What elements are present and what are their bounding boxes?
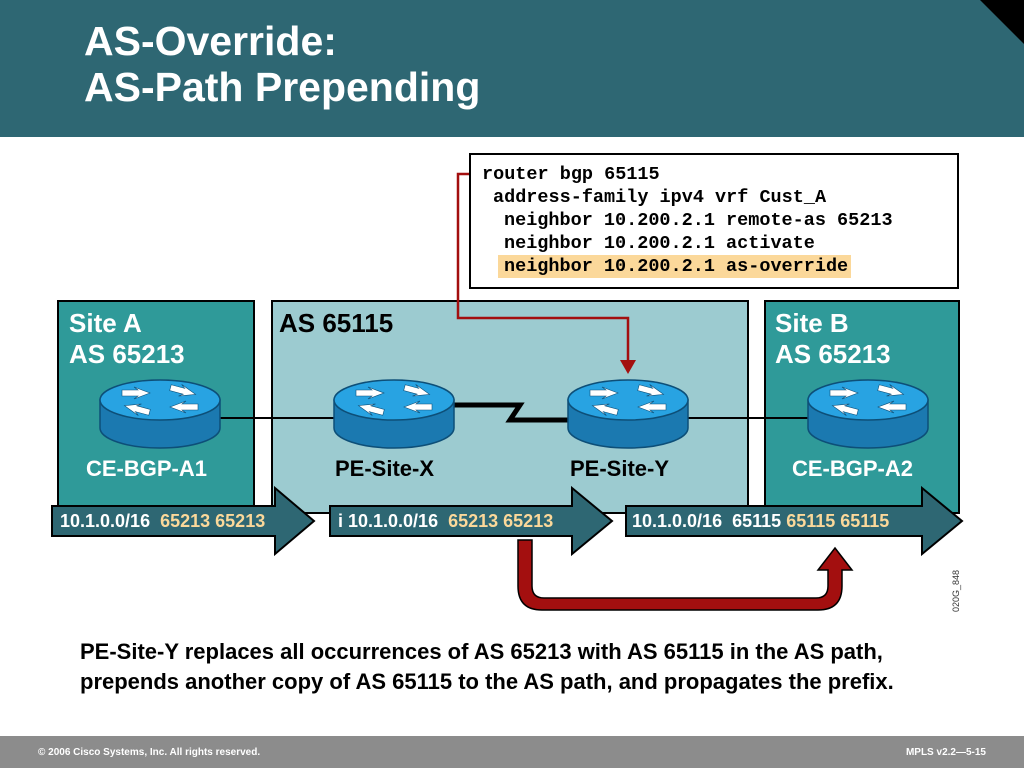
- slide-title-line-1: AS-Override:: [84, 18, 337, 64]
- update-3-prefix: 10.1.0.0/16: [632, 511, 723, 531]
- config-line-5: neighbor 10.200.2.1 as-override: [482, 255, 957, 278]
- router-icon-ce-a2: [807, 379, 929, 449]
- update-2-text: i 10.1.0.0/16 65213 65213: [338, 510, 553, 532]
- config-line-4-text: neighbor 10.200.2.1 activate: [504, 233, 815, 254]
- config-line-4: neighbor 10.200.2.1 activate: [482, 232, 957, 255]
- site-a-name: Site A: [69, 308, 142, 338]
- footer-bar: © 2006 Cisco Systems, Inc. All rights re…: [0, 736, 1024, 768]
- as-core-name: AS 65115: [279, 308, 394, 338]
- update-arrow-1: [51, 485, 316, 557]
- update-1-path: 65213 65213: [160, 511, 266, 531]
- update-1-prefix: 10.1.0.0/16: [60, 511, 151, 531]
- corner-triangle: [980, 0, 1024, 44]
- router-icon-pe-y: [567, 379, 689, 449]
- config-pointer-line: [456, 172, 630, 362]
- footer-copyright: © 2006 Cisco Systems, Inc. All rights re…: [38, 747, 261, 758]
- router-icon-ce-a1: [99, 379, 221, 449]
- site-a-label: Site A AS 65213: [69, 308, 185, 370]
- update-arrow-2: [329, 485, 614, 557]
- update-2-prefix: i 10.1.0.0/16: [338, 511, 439, 531]
- router-label-ce-a2: CE-BGP-A2: [792, 456, 914, 481]
- router-label-pe-x: PE-Site-X: [335, 456, 435, 481]
- bgp-config-box: router bgp 65115 address-family ipv4 vrf…: [469, 153, 959, 289]
- explanation-text: PE-Site-Y replaces all occurrences of AS…: [80, 639, 894, 694]
- update-2-path: 65213 65213: [448, 511, 554, 531]
- router-label-ce-a1: CE-BGP-A1: [86, 456, 208, 481]
- router-icon-pe-x: [333, 379, 455, 449]
- site-a-as: AS 65213: [69, 339, 185, 369]
- update-arrow-3: [625, 485, 964, 557]
- site-b-name: Site B: [775, 308, 849, 338]
- config-line-2: address-family ipv4 vrf Cust_A: [482, 186, 957, 209]
- config-pointer-head: [620, 360, 636, 374]
- site-b-as: AS 65213: [775, 339, 891, 369]
- config-line-2-text: address-family ipv4 vrf Cust_A: [493, 187, 827, 208]
- footer-course: MPLS v2.2—5-15: [905, 747, 986, 758]
- router-label-pe-y: PE-Site-Y: [570, 456, 670, 481]
- figure-id: 020G_848: [951, 569, 961, 612]
- update-1-text: 10.1.0.0/16 65213 65213: [60, 510, 265, 532]
- slide-title-line-2: AS-Path Prepending: [84, 64, 481, 110]
- rewrite-arrow: [517, 539, 854, 611]
- slide-title: AS-Override: AS-Path Prepending: [84, 18, 480, 110]
- config-line-3: neighbor 10.200.2.1 remote-as 65213: [482, 209, 957, 232]
- title-bar: [0, 0, 1024, 137]
- link-pe-x-pe-y-serial: [452, 402, 572, 423]
- update-3-text: 10.1.0.0/16 65115 65115 65115: [632, 510, 889, 532]
- as-core-label: AS 65115: [279, 308, 393, 339]
- site-b-label: Site B AS 65213: [775, 308, 891, 370]
- config-line-1: router bgp 65115: [482, 164, 660, 185]
- update-3-path-plain: 65115: [732, 511, 782, 531]
- config-line-3-text: neighbor 10.200.2.1 remote-as 65213: [504, 210, 893, 231]
- update-3-path-highlight: 65115 65115: [786, 511, 890, 531]
- config-line-5-highlight: neighbor 10.200.2.1 as-override: [498, 255, 852, 278]
